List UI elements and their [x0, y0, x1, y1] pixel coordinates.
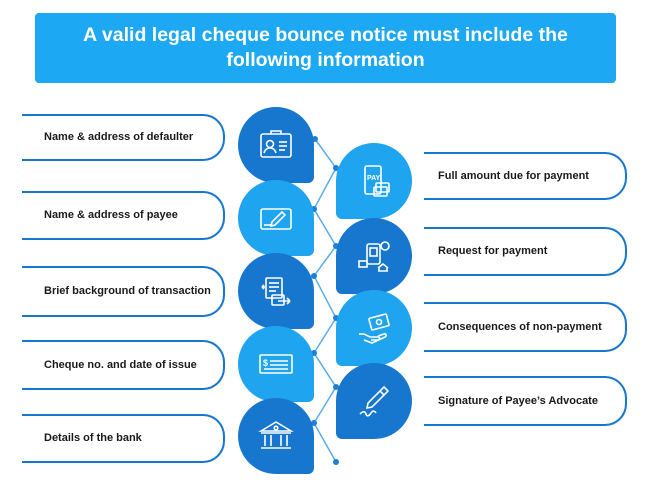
drop-advocate-signature — [336, 363, 412, 439]
bank-icon — [258, 421, 294, 449]
card-bank-details: Details of the bank — [22, 414, 225, 463]
card-request-payment: Request for payment — [424, 227, 627, 276]
card-full-amount: Full amount due for payment — [424, 152, 627, 200]
hand-money-icon — [359, 313, 390, 344]
card-label: Signature of Payee’s Advocate — [438, 394, 598, 407]
card-label: Details of the bank — [44, 432, 142, 444]
mobile-pay-icon: PAY — [364, 165, 390, 197]
card-transaction-background: Brief background of transaction — [22, 266, 225, 317]
drop-payee — [238, 180, 314, 256]
card-label: Brief background of transaction — [44, 285, 211, 297]
cheque-icon: $ — [259, 354, 293, 374]
drop-transaction — [238, 253, 314, 329]
card-defaulter-address: Name & address of defaulter — [22, 114, 225, 161]
card-edit-icon — [260, 208, 292, 230]
drop-defaulter — [238, 107, 314, 183]
drop-request-payment — [336, 218, 412, 294]
card-payee-address: Name & address of payee — [22, 191, 225, 240]
card-label: Cheque no. and date of issue — [44, 358, 197, 371]
document-transfer-icon — [261, 277, 291, 306]
payment-request-icon — [358, 241, 390, 272]
page-title: A valid legal cheque bounce notice must … — [35, 13, 616, 83]
svg-text:PAY: PAY — [367, 175, 381, 182]
pen-signature-icon — [359, 385, 390, 417]
title-line-1: A valid legal cheque bounce notice must … — [83, 24, 568, 46]
card-cheque-number-date: Cheque no. and date of issue — [22, 340, 225, 390]
card-label: Full amount due for payment — [438, 169, 589, 182]
drop-bank — [238, 398, 314, 474]
card-consequences: Consequences of non-payment — [424, 302, 627, 352]
card-label: Name & address of payee — [44, 209, 178, 221]
card-advocate-signature: Signature of Payee’s Advocate — [424, 376, 627, 426]
svg-text:$: $ — [263, 358, 268, 368]
title-line-2: following information — [226, 49, 425, 71]
card-label: Name & address of defaulter — [44, 131, 194, 143]
card-label: Consequences of non-payment — [438, 320, 602, 333]
drop-full-amount: PAY — [336, 143, 412, 219]
card-label: Request for payment — [438, 245, 548, 257]
id-card-icon — [260, 130, 292, 158]
drop-cheque: $ — [238, 326, 314, 402]
drop-consequences — [336, 290, 412, 366]
